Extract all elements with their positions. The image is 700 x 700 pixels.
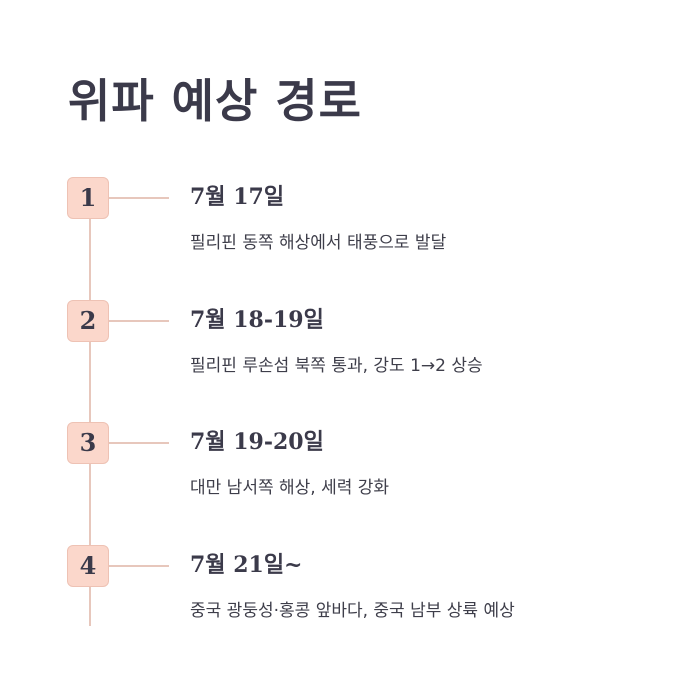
step-description: 중국 광둥성·홍콩 앞바다, 중국 남부 상륙 예상	[190, 601, 515, 621]
timeline-line	[89, 198, 91, 626]
step-connector	[109, 197, 169, 199]
step-date: 7월 17일	[190, 184, 285, 210]
step-description: 대만 남서쪽 해상, 세력 강화	[190, 478, 390, 498]
timeline-step: 3 7월 19-20일 대만 남서쪽 해상, 세력 강화	[0, 422, 700, 512]
step-number-badge: 1	[67, 177, 109, 219]
step-number-badge: 3	[67, 422, 109, 464]
step-description: 필리핀 루손섬 북쪽 통과, 강도 1→2 상승	[190, 356, 483, 376]
step-description: 필리핀 동쪽 해상에서 태풍으로 발달	[190, 233, 447, 253]
step-number-badge: 2	[67, 300, 109, 342]
step-number-badge: 4	[67, 545, 109, 587]
step-connector	[109, 565, 169, 567]
step-date: 7월 21일~	[190, 552, 303, 578]
timeline-step: 1 7월 17일 필리핀 동쪽 해상에서 태풍으로 발달	[0, 177, 700, 267]
step-date: 7월 18-19일	[190, 307, 324, 333]
step-connector	[109, 442, 169, 444]
timeline-step: 2 7월 18-19일 필리핀 루손섬 북쪽 통과, 강도 1→2 상승	[0, 300, 700, 390]
page-title: 위파 예상 경로	[68, 74, 362, 128]
step-connector	[109, 320, 169, 322]
step-date: 7월 19-20일	[190, 429, 324, 455]
timeline-step: 4 7월 21일~ 중국 광둥성·홍콩 앞바다, 중국 남부 상륙 예상	[0, 545, 700, 635]
